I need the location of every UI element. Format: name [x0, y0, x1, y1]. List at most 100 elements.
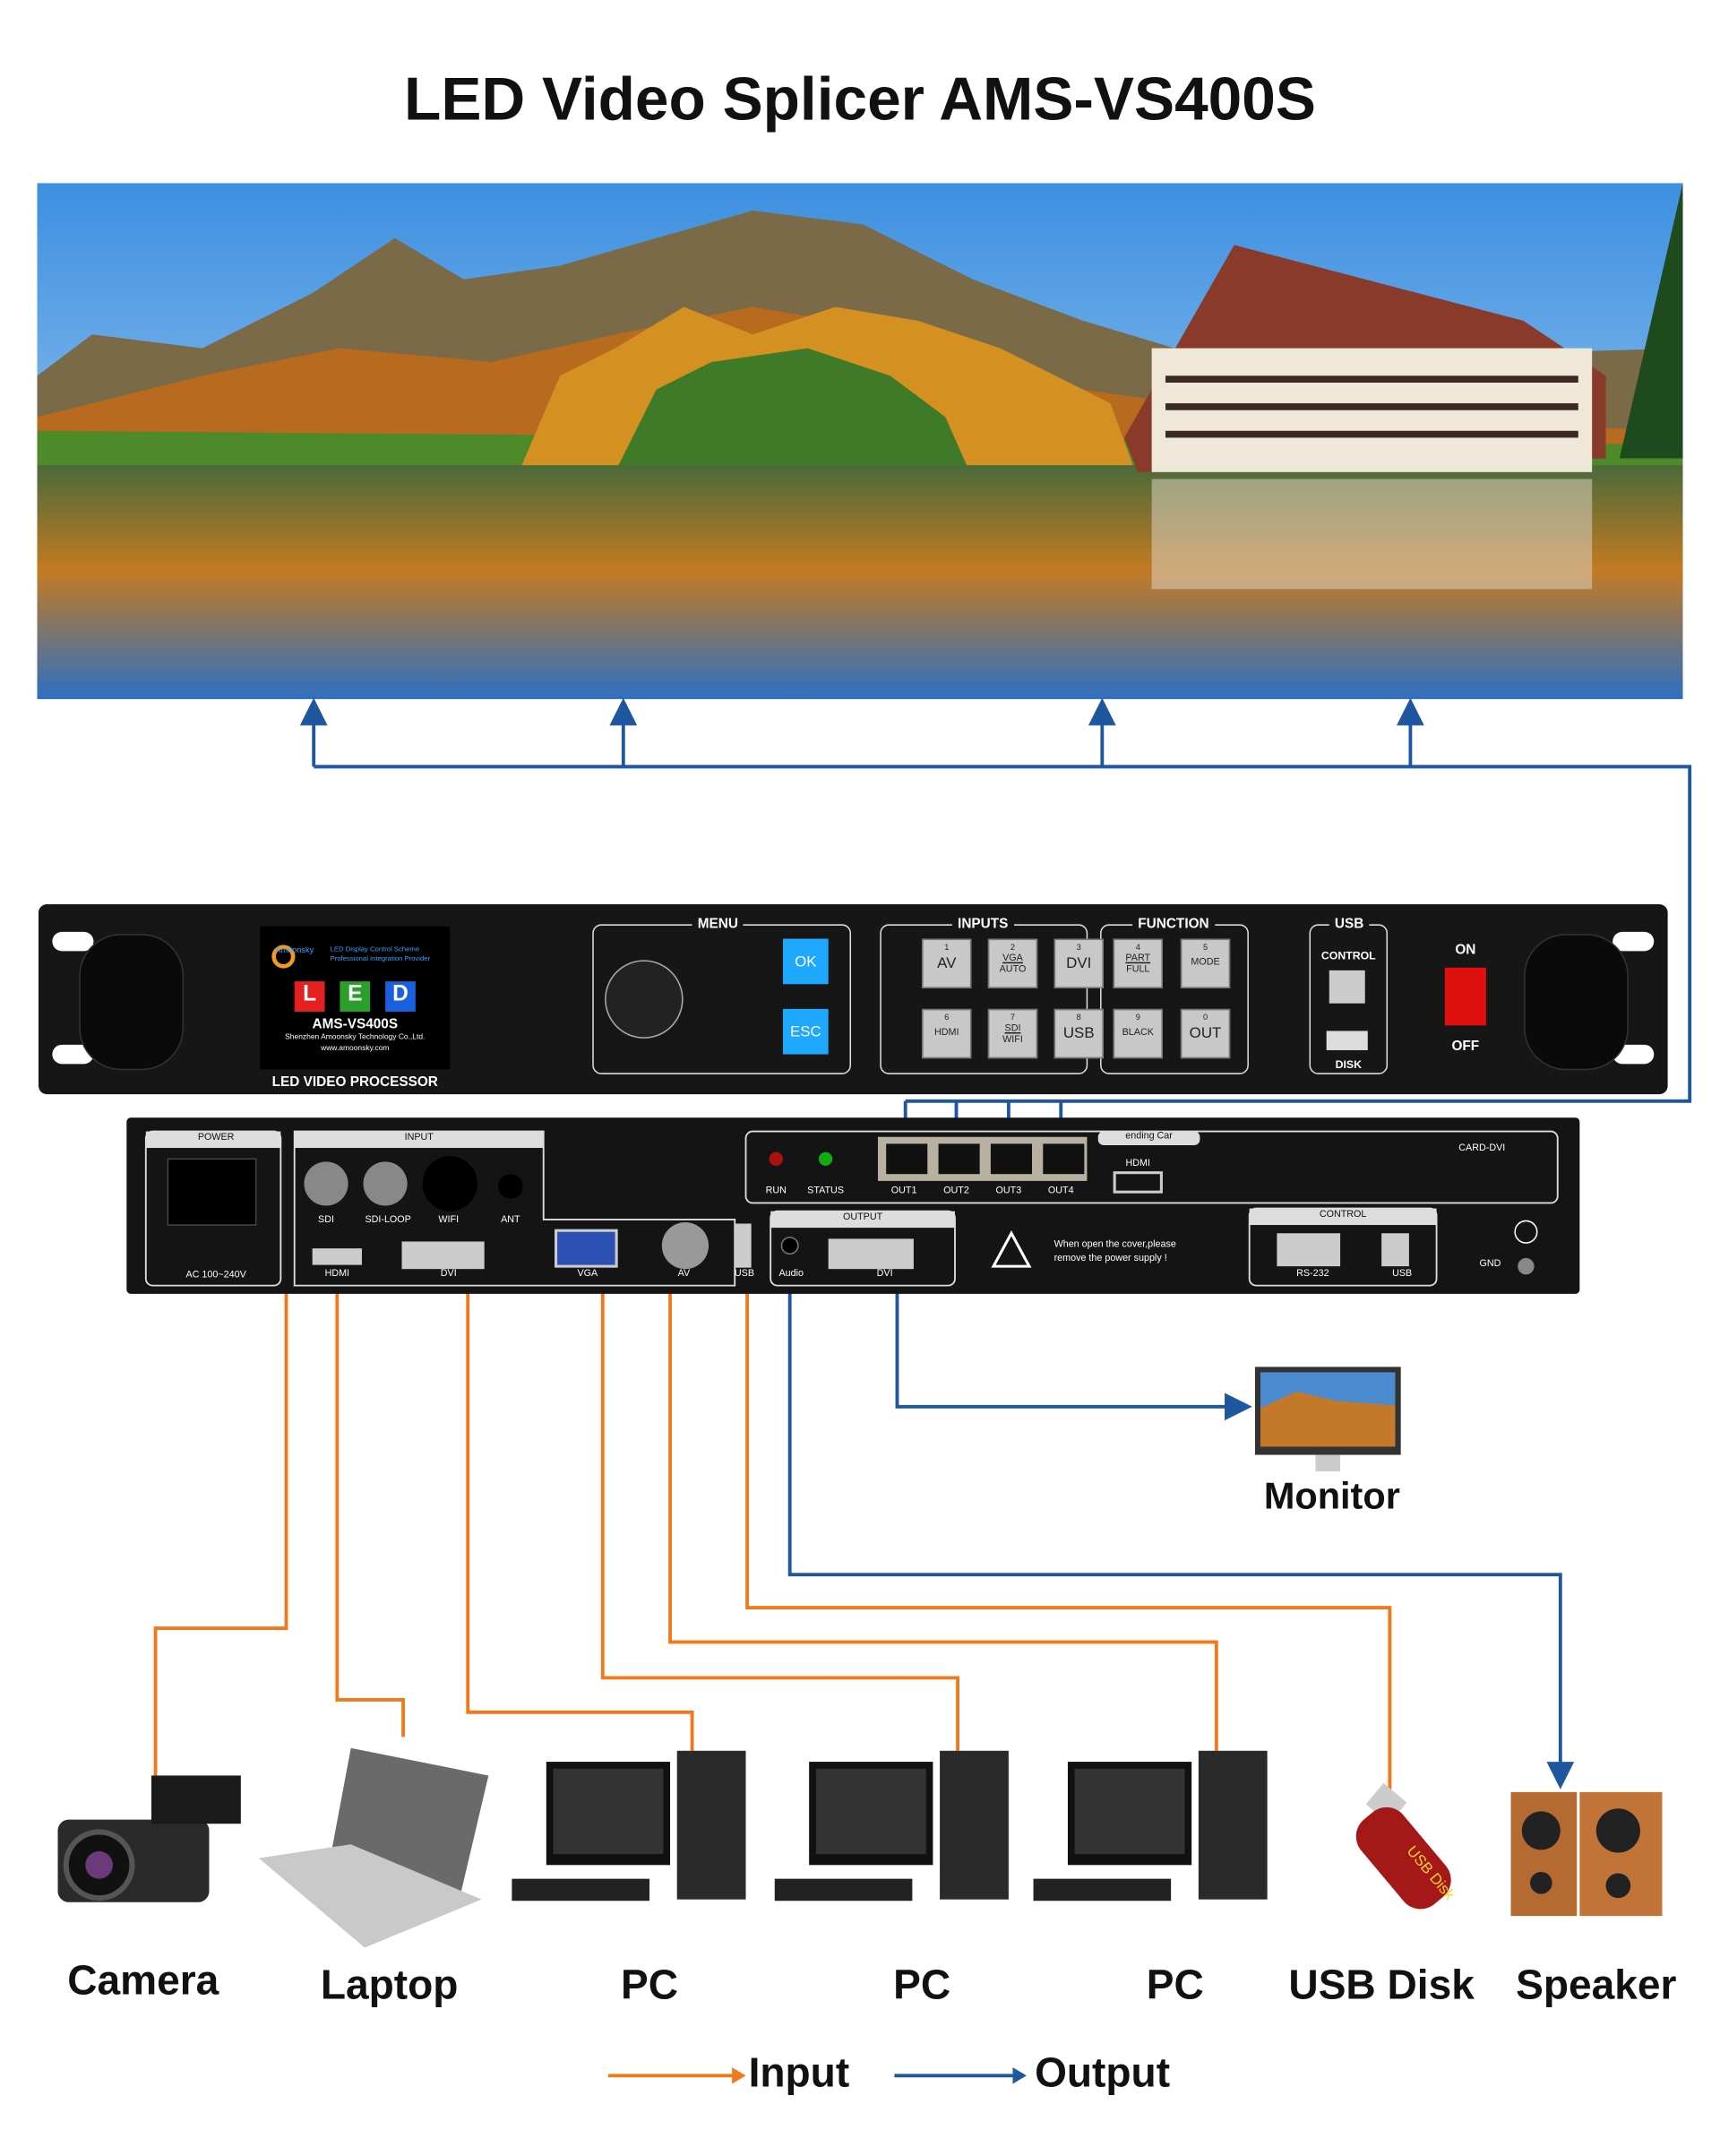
voltage-label: AC 100~240V — [185, 1270, 246, 1281]
logo-tagline: LED Display Control Scheme — [330, 945, 420, 954]
key-name: DVI — [1066, 954, 1092, 972]
run-led-label: RUN — [765, 1186, 787, 1196]
legend-lines — [607, 2067, 1027, 2084]
key-number: 3 — [1076, 944, 1081, 953]
esc-button[interactable]: ESC — [789, 1023, 821, 1041]
card-dvi-label: CARD-DVI — [1458, 1143, 1506, 1154]
legend-input: Input — [748, 2050, 850, 2097]
menu-knob[interactable] — [598, 961, 689, 1038]
power-on-label: ON — [1455, 943, 1476, 959]
port-wifi[interactable]: WIFI — [438, 1215, 460, 1226]
port-av[interactable]: AV — [677, 1269, 691, 1279]
port-card-hdmi[interactable]: HDMI — [1125, 1159, 1150, 1169]
usb-disk-icon: USB Disk — [1355, 1782, 1458, 1910]
device-label-laptop: Laptop — [320, 1962, 459, 2009]
port-hdmi-in[interactable]: HDMI — [324, 1269, 350, 1279]
page-title: LED Video Splicer AMS-VS400S — [404, 65, 1316, 134]
key-name: VGA — [1002, 953, 1023, 964]
port-sdi-loop[interactable]: SDI-LOOP — [365, 1215, 411, 1226]
key-name: USB — [1062, 1025, 1095, 1042]
function-label: FUNCTION — [1132, 916, 1215, 932]
control-section-label: CONTROL — [1319, 1210, 1367, 1220]
key-sub: WIFI — [1002, 1035, 1023, 1045]
device-label-usb-disk: USB Disk — [1288, 1962, 1475, 2009]
port-dvi-out[interactable]: DVI — [876, 1269, 893, 1279]
led-letter-d: D — [392, 982, 408, 1006]
usb-disk-port[interactable]: DISK — [1335, 1058, 1362, 1072]
key-number: 0 — [1202, 1014, 1208, 1023]
port-audio[interactable]: Audio — [778, 1269, 804, 1279]
key-number: 1 — [944, 944, 950, 953]
input-line-usb-disk — [733, 1238, 1392, 1797]
key-number: 4 — [1135, 944, 1140, 953]
monitor-label: Monitor — [1263, 1475, 1400, 1517]
port-ant[interactable]: ANT — [501, 1215, 520, 1226]
logo-brand: Amoonsky — [275, 946, 314, 955]
key-name: OUT — [1189, 1025, 1222, 1042]
pc-icon-1 — [512, 1750, 746, 1902]
usb-label: USB — [1329, 916, 1370, 932]
key-number: 2 — [1010, 944, 1016, 953]
key-sub: FULL — [1126, 964, 1150, 975]
key-number: 9 — [1135, 1014, 1140, 1023]
speaker-icon — [1510, 1791, 1663, 1917]
port-rs232[interactable]: RS-232 — [1296, 1269, 1329, 1279]
port-sdi[interactable]: SDI — [318, 1215, 334, 1226]
model-label: AMS-VS400S — [312, 1017, 399, 1032]
port-dvi-in[interactable]: DVI — [440, 1269, 457, 1279]
monitor-icon — [1254, 1367, 1401, 1471]
inputs-label: INPUTS — [951, 916, 1014, 932]
device-label-speaker: Speaker — [1516, 1962, 1677, 2009]
website-label: www.amoonsky.com — [321, 1044, 390, 1054]
menu-label: MENU — [692, 916, 744, 932]
port-usb-in[interactable]: USB — [734, 1269, 755, 1279]
legend-output: Output — [1035, 2050, 1171, 2097]
device-label-camera: Camera — [67, 1958, 219, 2005]
power-section-label: POWER — [197, 1133, 235, 1143]
led-letter-l: L — [303, 982, 317, 1006]
power-switch[interactable] — [1445, 968, 1486, 1026]
key-number: 5 — [1202, 944, 1208, 953]
key-name: PART — [1125, 953, 1151, 964]
usb-control-port[interactable]: CONTROL — [1320, 949, 1376, 962]
power-off-label: OFF — [1451, 1039, 1480, 1055]
input-line-laptop — [322, 1252, 405, 1738]
logo-tagline-2: Professional Integration Provider — [330, 954, 431, 964]
warning-text-2: remove the power supply ! — [1054, 1254, 1167, 1264]
back-panel — [126, 1117, 1580, 1294]
pc-icon-3 — [1033, 1750, 1268, 1902]
pc-icon-2 — [774, 1750, 1009, 1902]
key-number: 6 — [944, 1014, 950, 1023]
input-section-label: INPUT — [404, 1133, 434, 1143]
port-out2[interactable]: OUT2 — [943, 1186, 969, 1196]
key-name: AV — [937, 954, 957, 972]
gnd-label: GND — [1479, 1259, 1501, 1270]
input-line-pc3 — [656, 1238, 1218, 1751]
port-usb-control[interactable]: USB — [1392, 1269, 1413, 1279]
output-line-monitor — [895, 1255, 1252, 1421]
port-out1[interactable]: OUT1 — [890, 1186, 917, 1196]
output-line-screen — [314, 764, 1692, 1103]
laptop-icon — [258, 1747, 489, 1948]
port-out4[interactable]: OUT4 — [1047, 1186, 1074, 1196]
led-letter-e: E — [348, 982, 363, 1006]
ok-button[interactable]: OK — [795, 953, 817, 970]
output-section-label: OUTPUT — [842, 1212, 883, 1222]
front-panel: Amoonsky LED Display Control Scheme Prof… — [39, 904, 1668, 1095]
port-out3[interactable]: OUT3 — [995, 1186, 1022, 1196]
port-vga[interactable]: VGA — [577, 1269, 598, 1279]
warning-text-1: When open the cover,please — [1054, 1239, 1176, 1250]
device-label-pc-2: PC — [893, 1962, 951, 2009]
key-name: BLACK — [1122, 1028, 1154, 1039]
camera-icon — [57, 1775, 241, 1902]
